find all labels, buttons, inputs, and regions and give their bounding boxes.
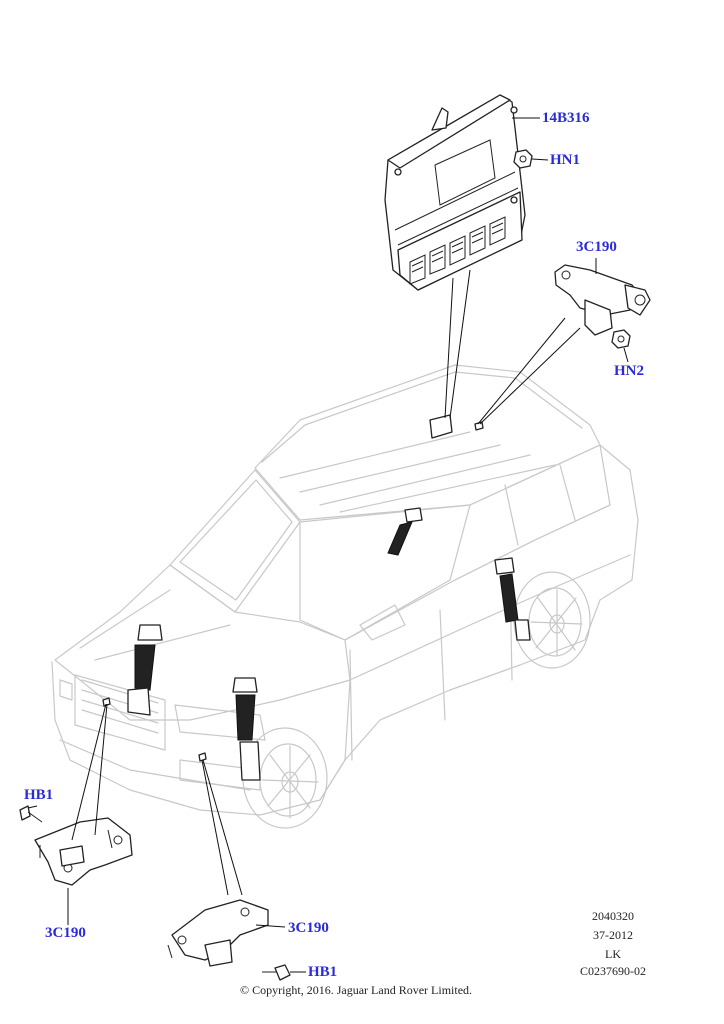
vehicle-outline: [51, 364, 639, 829]
front-strut-right: [232, 677, 261, 781]
front-strut-left: [127, 624, 163, 716]
callout-bolt-right: HB1: [308, 964, 338, 980]
control-module: [384, 94, 533, 291]
reference-line-2: 37-2012: [593, 928, 633, 942]
copyright-notice: © Copyright, 2016. Jaguar Land Rover Lim…: [239, 983, 473, 997]
callout-module: 14B316: [542, 110, 590, 126]
front-right-sensor-location-marker: [198, 752, 207, 762]
leader-lines: [27, 117, 629, 973]
rear-strut-left: [387, 507, 423, 556]
module-location-marker: [429, 414, 453, 439]
front-right-height-sensor: [167, 899, 291, 981]
reference-line-3: LK: [605, 947, 621, 961]
front-left-sensor-location-marker: [102, 697, 111, 707]
callout-nut-rear: HN2: [614, 363, 644, 379]
rear-strut-right: [494, 557, 531, 641]
rear-height-sensor: [554, 264, 651, 349]
reference-line-1: 2040320: [592, 909, 634, 923]
callout-bolt-left: HB1: [24, 787, 54, 803]
callout-sensor-rear: 3C190: [576, 239, 617, 255]
callout-sensor-front-left: 3C190: [45, 925, 86, 941]
front-left-height-sensor: [19, 805, 133, 886]
reference-line-4: C0237690-02: [580, 964, 646, 978]
callout-nut-top: HN1: [550, 152, 580, 168]
callout-sensor-front-right: 3C190: [288, 920, 329, 936]
